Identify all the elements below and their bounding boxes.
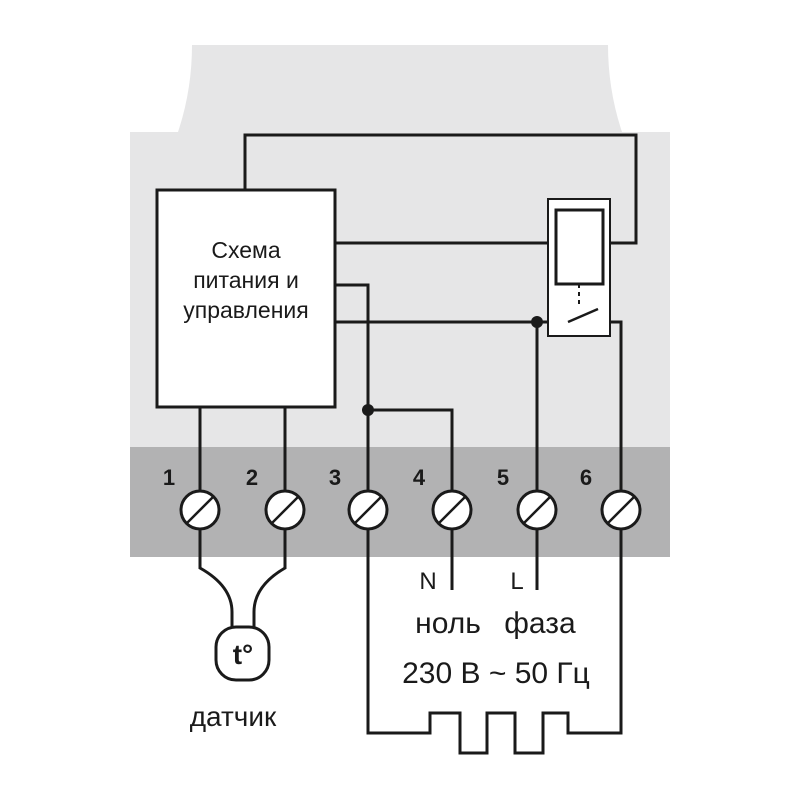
terminal-number: 4 — [413, 465, 426, 490]
phase-letter: L — [510, 568, 523, 595]
relay-contact-blade — [567, 307, 599, 324]
neutral-label: ноль — [415, 607, 481, 640]
terminal-screw-icon — [516, 489, 558, 531]
terminal-numbers: 1 2 3 4 5 6 — [163, 465, 592, 490]
mains-spec: 230 В ~ 50 Гц — [402, 657, 590, 690]
control-block-line-3: управления — [183, 297, 308, 323]
control-block-line-2: питания и — [193, 267, 299, 293]
terminal-screw-icon — [179, 489, 221, 531]
junction-dot — [531, 316, 543, 328]
wire-relay-coil-loop — [243, 133, 638, 245]
control-block-line-1: Схема — [211, 237, 280, 263]
terminal-screw-icon — [431, 489, 473, 531]
wire-heater-element — [366, 510, 623, 755]
terminal-screw-icon — [600, 489, 642, 531]
terminal-number: 5 — [497, 465, 509, 490]
relay-coil — [554, 208, 605, 286]
sensor-body — [214, 625, 271, 682]
wire-control-to-terminal-3 — [335, 283, 370, 510]
terminal-screw-icon — [347, 489, 389, 531]
sensor-symbol: t° — [233, 639, 254, 670]
terminal-number: 2 — [246, 465, 258, 490]
sensor-label: датчик — [190, 701, 277, 732]
wire-sensor-lead-left — [198, 510, 234, 632]
wire-neutral-bus — [368, 408, 454, 510]
junction-dot — [362, 404, 374, 416]
terminal-screws — [179, 489, 642, 531]
terminal-number: 6 — [580, 465, 592, 490]
wire-sensor-lead-right — [252, 510, 287, 632]
control-block — [155, 188, 337, 409]
terminal-screw-icon — [264, 489, 306, 531]
terminal-strip — [130, 447, 670, 557]
phase-label: фаза — [504, 607, 576, 640]
temperature-sensor: t° — [214, 625, 271, 682]
terminal-number: 1 — [163, 465, 175, 490]
terminal-number: 3 — [329, 465, 341, 490]
neutral-letter: N — [419, 568, 436, 595]
relay — [547, 198, 611, 337]
